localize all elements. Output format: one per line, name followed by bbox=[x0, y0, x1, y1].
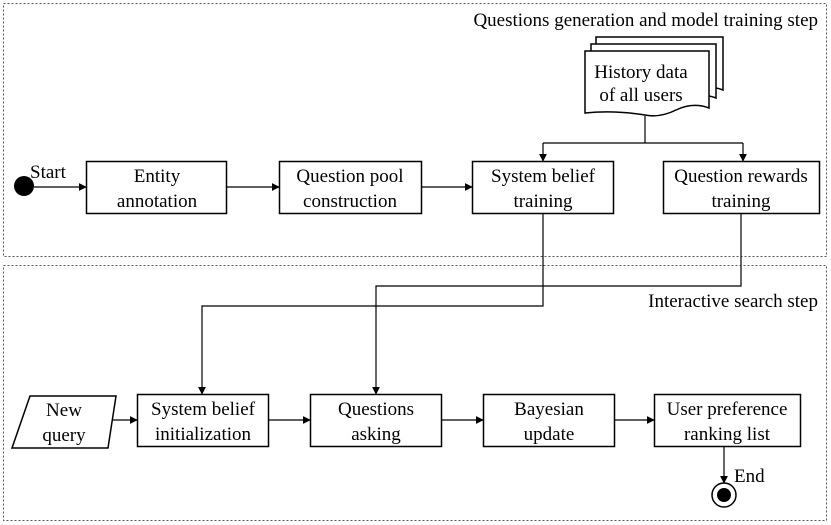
bayesian-update-line1: Bayesian bbox=[514, 399, 584, 420]
start-node bbox=[14, 176, 34, 196]
entity-annotation-line2: annotation bbox=[117, 191, 198, 212]
ranking-list-line1: User preference bbox=[667, 399, 788, 420]
history-data-line1: History data bbox=[594, 62, 688, 83]
ranking-list-box: User preference ranking list bbox=[653, 393, 802, 448]
end-label: End bbox=[734, 466, 765, 487]
questions-asking-line2: asking bbox=[351, 424, 401, 445]
search-step-title: Interactive search step bbox=[648, 291, 818, 312]
history-data-document: History data of all users bbox=[584, 36, 724, 117]
system-belief-training-line1: System belief bbox=[491, 166, 596, 187]
questions-asking-box: Questions asking bbox=[309, 393, 443, 448]
end-node bbox=[711, 482, 737, 508]
question-pool-box: Question pool construction bbox=[278, 160, 423, 215]
history-data-line2: of all users bbox=[599, 85, 682, 106]
bayesian-update-box: Bayesian update bbox=[482, 393, 616, 448]
question-rewards-training-line2: training bbox=[711, 191, 771, 212]
entity-annotation-line1: Entity bbox=[134, 166, 181, 187]
system-belief-training-line2: training bbox=[513, 191, 573, 212]
entity-annotation-box: Entity annotation bbox=[85, 160, 228, 215]
system-belief-init-line2: initialization bbox=[155, 424, 252, 445]
ranking-list-line2: ranking list bbox=[684, 424, 771, 445]
arrow-rewards-training-to-asking bbox=[372, 213, 742, 395]
system-belief-training-box: System belief training bbox=[471, 160, 615, 215]
question-rewards-training-line1: Question rewards bbox=[674, 166, 808, 187]
question-pool-line1: Question pool bbox=[296, 166, 403, 187]
questions-asking-line1: Questions bbox=[338, 399, 414, 420]
new-query-input: New query bbox=[10, 395, 117, 449]
new-query-line1: New bbox=[46, 400, 82, 421]
system-belief-init-line1: System belief bbox=[151, 399, 256, 420]
system-belief-init-box: System belief initialization bbox=[136, 393, 270, 448]
new-query-line2: query bbox=[42, 425, 86, 446]
training-step-title: Questions generation and model training … bbox=[473, 10, 818, 31]
start-label: Start bbox=[30, 162, 67, 183]
arrow-belief-training-to-init bbox=[198, 213, 544, 395]
question-rewards-training-box: Question rewards training bbox=[662, 160, 821, 215]
search-step-frame bbox=[3, 265, 827, 521]
bayesian-update-line2: update bbox=[524, 424, 575, 445]
question-pool-line2: construction bbox=[303, 191, 397, 212]
training-step-frame bbox=[3, 3, 827, 257]
